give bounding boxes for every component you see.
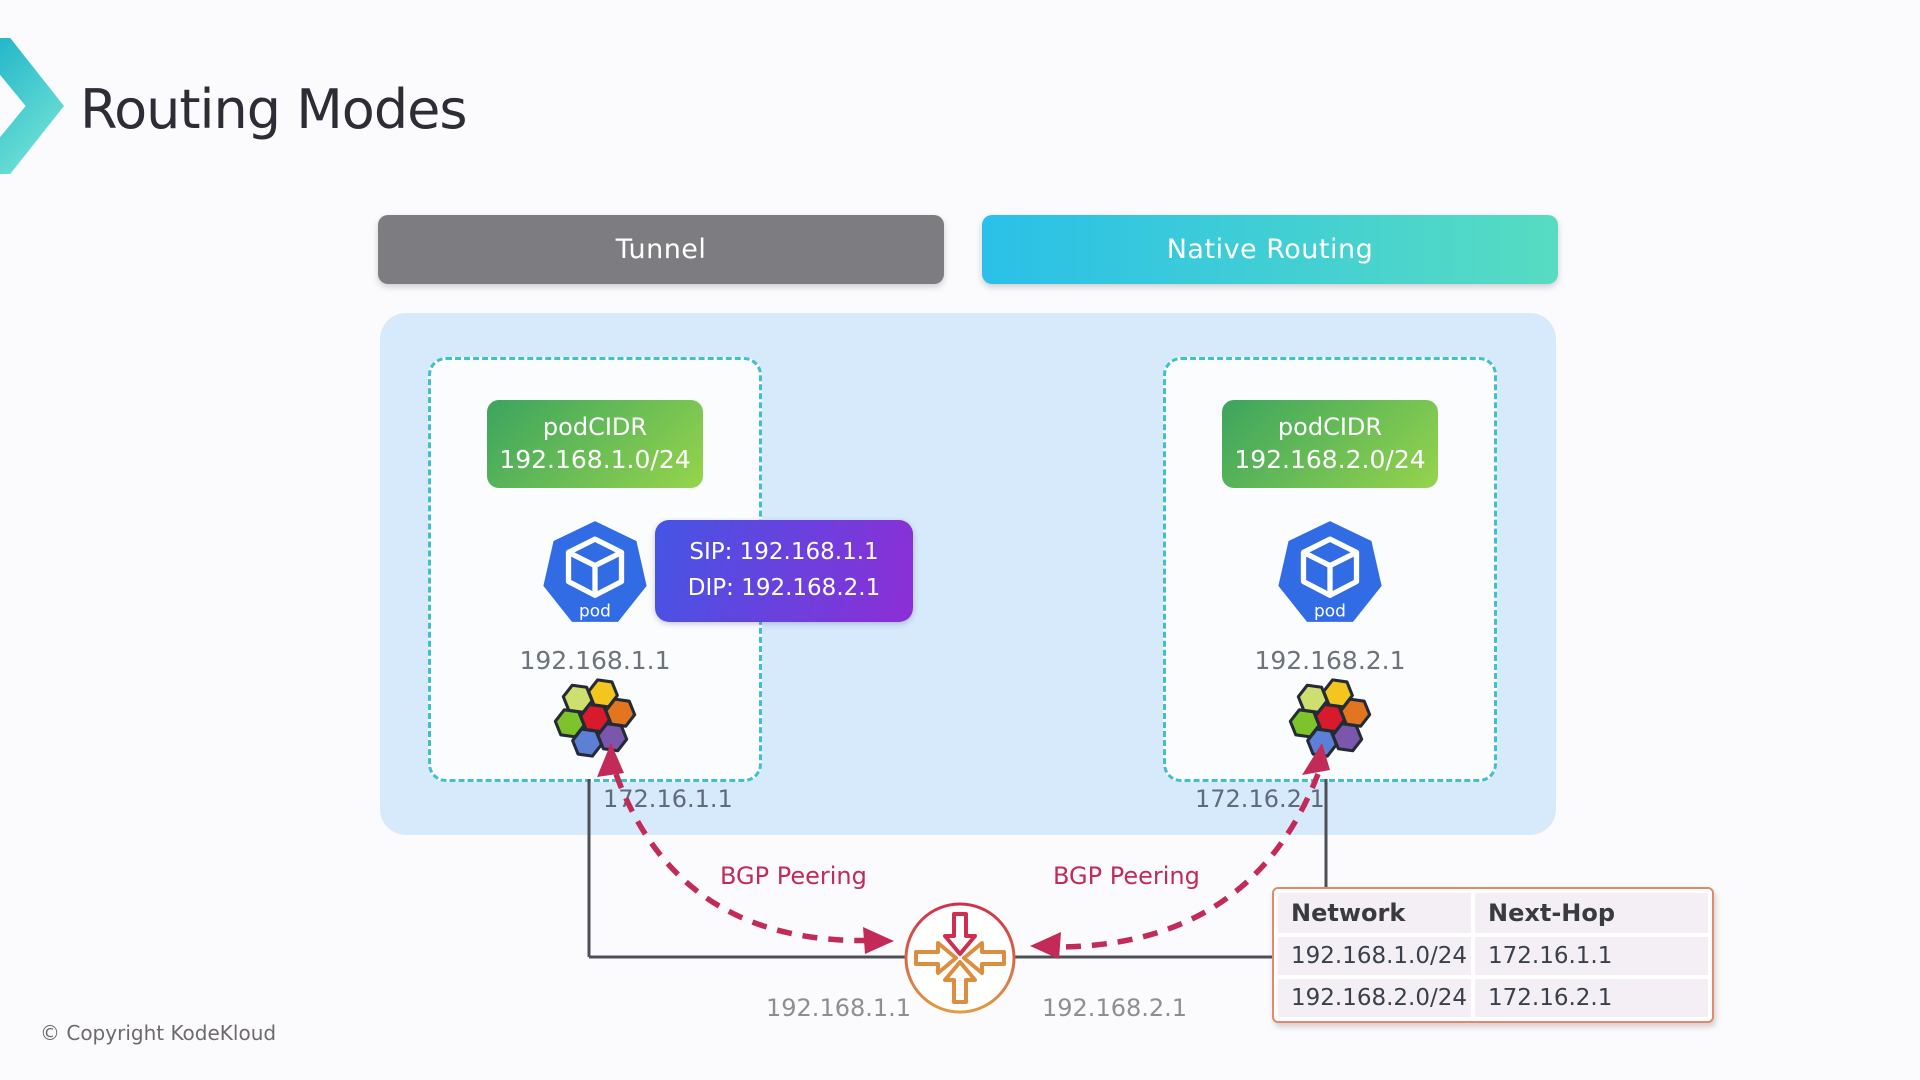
native-routing-mode-label: Native Routing <box>1166 234 1374 265</box>
packet-dip: DIP: 192.168.2.1 <box>687 575 881 601</box>
kodekloud-chevron-logo <box>0 38 64 174</box>
routing-table-cell: 192.168.1.0/24 <box>1278 937 1471 975</box>
arrowhead-left-router <box>863 927 894 954</box>
routing-table: Network Next-Hop 192.168.1.0/24 172.16.1… <box>1272 887 1714 1023</box>
pod-ip-left: 192.168.1.1 <box>519 646 671 675</box>
arrowhead-right-router <box>1030 932 1061 959</box>
host-ip-left: 172.16.1.1 <box>603 785 733 813</box>
cilium-agent-icon-right <box>1288 678 1372 758</box>
pod-icon-right: pod <box>1278 521 1382 622</box>
routing-table-header-nexthop: Next-Hop <box>1475 893 1708 933</box>
tunnel-mode-label: Tunnel <box>615 234 707 265</box>
router-icon <box>904 902 1016 1014</box>
bgp-peering-label-left: BGP Peering <box>720 862 867 890</box>
pod-icon-left: pod <box>543 521 647 622</box>
page-title: Routing Modes <box>80 78 467 141</box>
routing-table-header-network: Network <box>1278 893 1471 933</box>
podcidr-badge-left: podCIDR 192.168.1.0/24 <box>487 400 703 489</box>
podcidr-title-right: podCIDR <box>1277 413 1383 441</box>
router-interface-ip-right: 192.168.2.1 <box>1042 994 1188 1022</box>
native-routing-mode-button[interactable]: Native Routing <box>982 215 1558 284</box>
routing-table-cell: 172.16.2.1 <box>1475 979 1708 1017</box>
pod-icon-label-right: pod <box>1314 601 1346 621</box>
pod-ip-right: 192.168.2.1 <box>1254 646 1406 675</box>
router-interface-ip-left: 192.168.1.1 <box>766 994 912 1022</box>
node-box-right: podCIDR 192.168.2.0/24 pod 192.168.2.1 <box>1163 357 1497 782</box>
cilium-agent-icon-left <box>553 678 637 758</box>
podcidr-badge-right: podCIDR 192.168.2.0/24 <box>1222 400 1438 489</box>
pod-icon-label-left: pod <box>579 601 611 621</box>
routing-table-cell: 172.16.1.1 <box>1475 937 1708 975</box>
packet-sip-dip-badge: SIP: 192.168.1.1 DIP: 192.168.2.1 <box>655 520 913 622</box>
podcidr-title-left: podCIDR <box>542 413 648 441</box>
packet-sip: SIP: 192.168.1.1 <box>689 539 879 566</box>
host-ip-right: 172.16.2.1 <box>1195 785 1325 813</box>
tunnel-mode-button[interactable]: Tunnel <box>378 215 944 284</box>
podcidr-value-left: 192.168.1.0/24 <box>499 445 691 475</box>
routing-table-cell: 192.168.2.0/24 <box>1278 979 1471 1017</box>
copyright-text: © Copyright KodeKloud <box>40 1021 277 1045</box>
podcidr-value-right: 192.168.2.0/24 <box>1234 445 1426 475</box>
bgp-peering-label-right: BGP Peering <box>1053 862 1200 890</box>
